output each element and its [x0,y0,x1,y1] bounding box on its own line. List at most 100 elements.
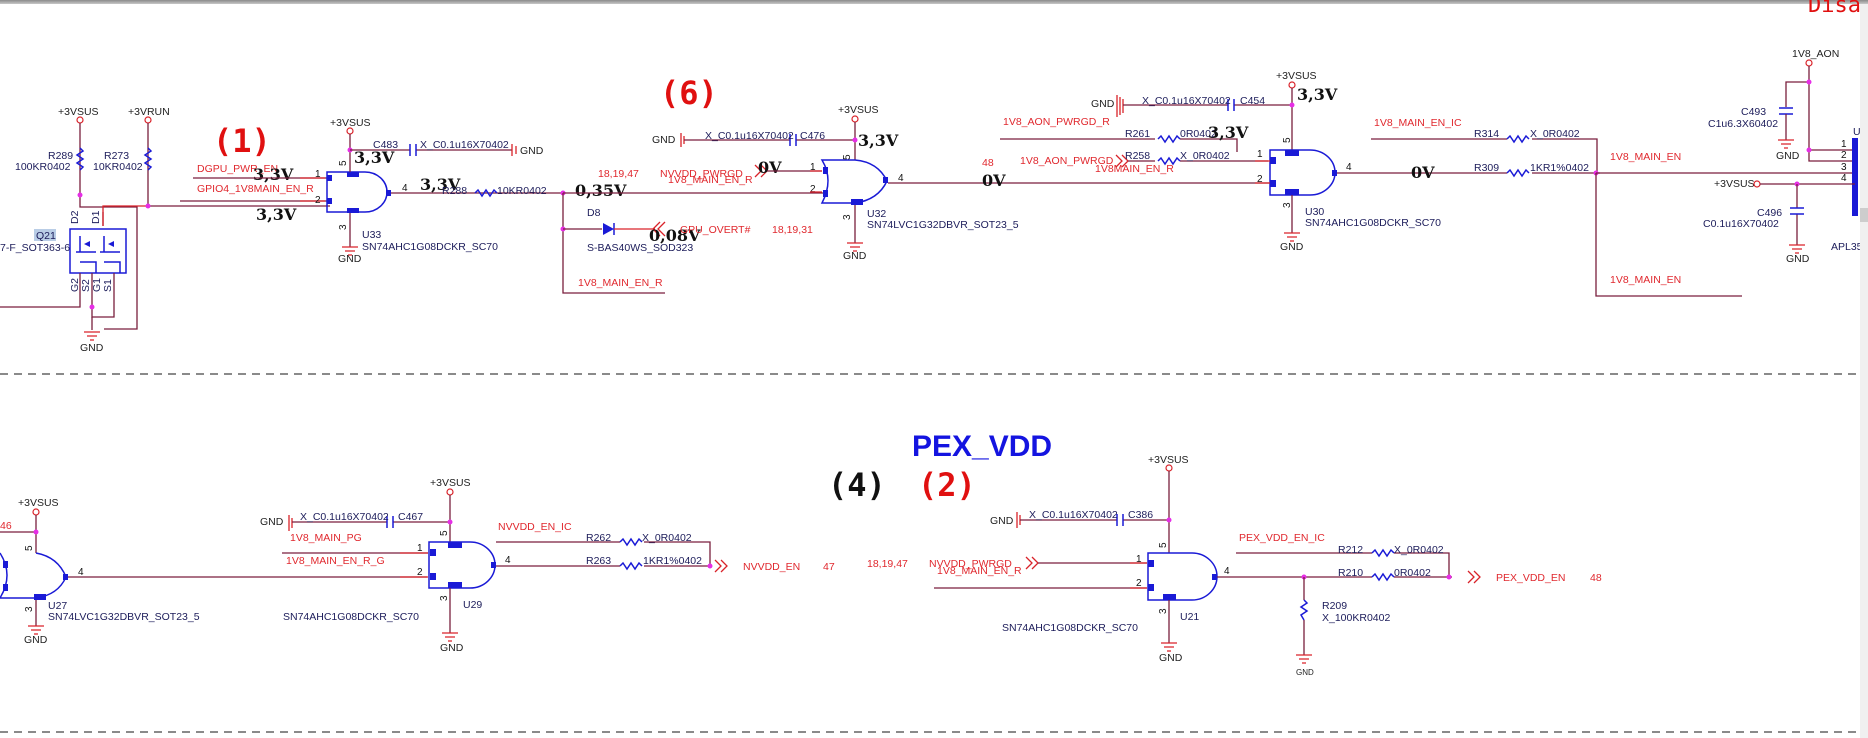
pin-number: 1 [1136,554,1142,565]
resistor-r288: R288 10KR0402 [442,185,547,198]
voltage-probe: 0V [758,158,782,177]
value: X_100KR0402 [1322,612,1390,624]
pin-number: 3 [439,595,450,601]
pin-number: 2 [1136,578,1142,589]
net-label: 1V8MAIN_EN_R [1095,163,1174,175]
gnd-label: GND [652,134,676,146]
gnd-label: GND [843,250,867,262]
gnd-label: GND [1280,241,1304,253]
pin-number: 1 [1257,149,1263,160]
voltage-probe: 3,3V [253,165,294,184]
value: SN74AHC1G08DCKR_SC70 [362,241,498,253]
ref: U21 [1180,611,1199,623]
resistor-r309: R309 1KR1%0402 [1474,162,1589,178]
net-label: 1V8_MAIN_EN [1610,151,1681,163]
pin-number: 1 [417,543,423,554]
pin-number: 2 [1841,150,1847,161]
section-marker-1: (1) [213,122,271,160]
value: X_C0.1u16X70402 [300,511,389,523]
value: X_C0.1u16X70402 [1142,95,1231,107]
and-gate-u33: 1 2 4 5 3 U33 SN74AHC1G08DCKR_SC70 [315,160,498,253]
section-marker-6: (6) [660,74,718,112]
pin-number: 4 [1346,162,1352,173]
pex-vdd-title: PEX_VDD [912,430,1052,463]
net-label: 1V8_MAIN_EN_R [668,174,753,186]
pin-number: 5 [1282,137,1293,143]
value: X_C0.1u16X70402 [705,130,794,142]
pin-label: D1 [90,210,102,224]
ref: C476 [800,130,825,142]
pin-number: 4 [898,173,904,184]
capacitor-c467: X_C0.1u16X70402 C467 [300,511,423,528]
net-label: NVVDD_PWRGD [929,558,1012,570]
mosfet-q21: Q21 7-F_SOT363-6 D2 D1 G2 S2 G1 S1 [0,210,127,292]
value: 0R0402 [1180,128,1217,140]
ref: U33 [362,229,381,241]
scrollbar-thumb[interactable] [1860,208,1868,222]
ref: R209 [1322,600,1347,612]
net-label: 1V8_AON_PWRGD [1020,155,1114,167]
or-gate-u27: 4 5 3 U27 SN74LVC1G32DBVR_SOT23_5 [0,545,200,623]
rail-label: +3VSUS [1276,70,1317,82]
voltage-probe: 0V [1411,163,1435,182]
ref: C496 [1757,207,1782,219]
ref: R314 [1474,128,1499,140]
net-label: NVVDD_EN [743,561,800,573]
pin-number: 4 [402,183,408,194]
net-label: 1V8_MAIN_EN [1610,274,1681,286]
pin-number: 3 [338,224,349,230]
net-label: PEX_VDD_EN_IC [1239,532,1325,544]
rail-label: 1V8_AON [1792,48,1839,60]
value: SN74LVC1G32DBVR_SOT23_5 [48,611,200,623]
vertical-scrollbar[interactable] [1860,4,1868,738]
viewer-top-border [0,0,1868,4]
pin-label: G2 [69,278,81,292]
value: SN74AHC1G08DCKR_SC70 [1305,217,1441,229]
rail-label: +3VSUS [838,104,879,116]
ref: C467 [398,511,423,523]
net-label: 1V8_MAIN_EN_IC [1374,117,1462,129]
value: 10KR0402 [93,161,143,173]
page-ref: 48 [982,157,994,169]
ref: R258 [1125,150,1150,162]
and-gate-u29: 1 2 4 5 3 U29 SN74AHC1G08DCKR_SC70 [283,530,511,623]
net-label: 1V8_AON_PWRGD_R [1003,116,1110,128]
ref: R210 [1338,567,1363,579]
rail-label: +3VSUS [1148,454,1189,466]
net-label: DGPU_PWR_EN [197,163,278,175]
capacitor-c493: C493 C1u6.3X60402 [1708,106,1793,130]
voltage-probe: 3,3V [1208,123,1249,142]
page-corner-title: Disa [1808,0,1861,18]
section-marker-4: (4) [828,466,886,504]
value: C1u6.3X60402 [1708,118,1778,130]
ref: R309 [1474,162,1499,174]
net-label: PEX_VDD_EN [1496,572,1565,584]
voltage-probe: 0,35V [575,181,627,200]
value: X_0R0402 [1180,150,1230,162]
value: SN74AHC1G08DCKR_SC70 [283,611,419,623]
rail-3vsus-q21: +3VSUS [58,106,99,124]
resistor-r262: R262 X_0R0402 [586,532,692,547]
pin-number: 1 [1841,139,1847,150]
resistor-r314: R314 X_0R0402 [1474,128,1580,144]
page-ref: 18,19,47 [867,558,908,570]
ref: C386 [1128,509,1153,521]
value: X_0R0402 [1394,544,1444,556]
pin-number: 2 [315,195,321,206]
ref: C493 [1741,106,1766,118]
ref: U27 [48,600,67,612]
or-gate-u32: 1 2 4 5 3 U32 SN74LVC1G32DBVR_SOT23_5 [810,154,1019,231]
ref: R261 [1125,128,1150,140]
value: S-BAS40WS_SOD323 [587,242,693,254]
ref: U32 [867,208,886,220]
value: 7-F_SOT363-6 [0,242,70,254]
pin-number: 5 [439,530,450,536]
section-marker-2: (2) [918,466,976,504]
ref: U [1853,126,1861,138]
net-label: 1V8_MAIN_EN_R_G [286,555,385,567]
value: X_0R0402 [642,532,692,544]
rail-label: +3VSUS [1714,178,1755,190]
ref: D8 [587,207,601,219]
pin-number: 5 [842,154,853,160]
